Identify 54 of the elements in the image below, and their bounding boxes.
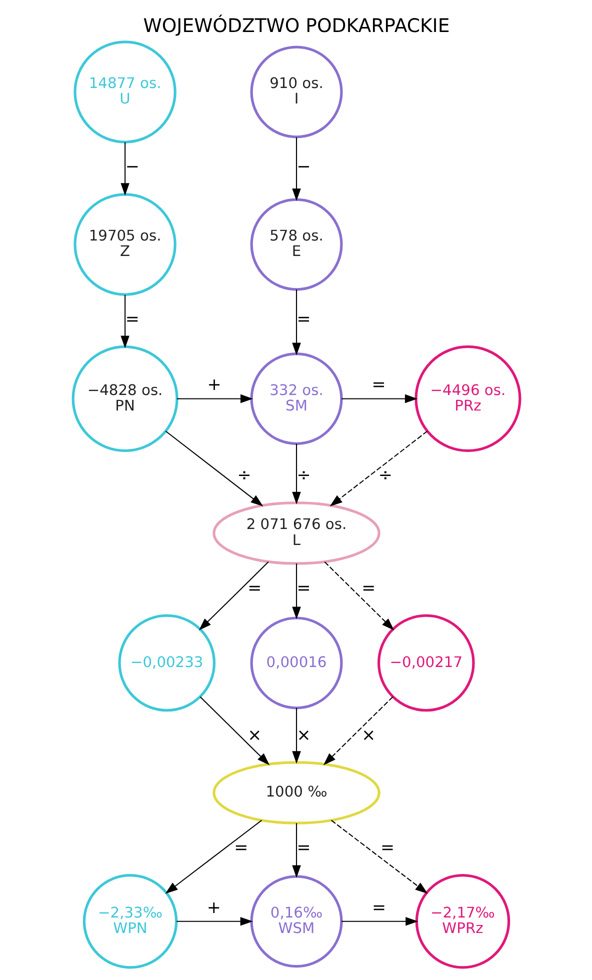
edge-label: + xyxy=(206,374,221,394)
arrow xyxy=(340,916,418,926)
arrow xyxy=(322,696,393,766)
edge-label: ÷ xyxy=(378,464,392,485)
edge-label: = xyxy=(296,308,310,329)
arrow xyxy=(164,820,262,894)
arrow xyxy=(199,696,270,766)
arrow xyxy=(292,823,300,878)
edge-label: = xyxy=(296,578,310,598)
node-circle: −4496 os. PRz xyxy=(414,345,521,452)
arrow xyxy=(292,444,300,504)
arrow xyxy=(330,820,428,894)
edge-label: = xyxy=(296,837,310,858)
arrow xyxy=(120,294,129,348)
diagram-title: WOJEWÓDZTWO PODKARPACKIE xyxy=(142,16,450,37)
arrow xyxy=(329,430,428,506)
node-circle: 0,00016 xyxy=(250,616,342,710)
arrow xyxy=(120,142,129,196)
edge-label: = xyxy=(371,374,386,394)
edge-label: − xyxy=(124,156,139,176)
node-circle: −0,00217 xyxy=(376,614,474,712)
node-circle: −4828 os. PN xyxy=(71,345,178,452)
node-circle: 19705 os. Z xyxy=(73,193,176,296)
arrow xyxy=(164,430,263,506)
edge-label: + xyxy=(206,896,220,917)
edge-label: × xyxy=(247,724,262,744)
arrow xyxy=(198,562,268,630)
node-circle: −0,00233 xyxy=(118,614,216,712)
edge-label: = xyxy=(361,578,376,598)
edge-label: × xyxy=(296,724,310,744)
edge-label: = xyxy=(247,578,262,598)
arrow xyxy=(292,708,300,764)
arrow xyxy=(292,137,300,201)
edge-label: ÷ xyxy=(236,464,251,485)
node-ellipse: 1000 ‰ xyxy=(212,761,380,824)
arrow xyxy=(341,394,418,404)
node-circle: 578 os. E xyxy=(250,198,342,291)
arrow xyxy=(176,394,253,404)
edge-label: = xyxy=(372,896,386,917)
arrow xyxy=(292,290,300,356)
node-ellipse: 2 071 676 os. L xyxy=(212,502,380,565)
node-circle: 332 os. SM xyxy=(250,352,342,445)
arrow xyxy=(176,916,252,926)
arrow xyxy=(324,562,394,630)
edge-label: × xyxy=(361,724,376,744)
edge-label: = xyxy=(380,837,394,858)
arrow xyxy=(292,564,300,620)
node-circle: 910 os. I xyxy=(250,46,342,138)
edge-label: − xyxy=(296,156,310,176)
edge-label: = xyxy=(234,837,248,858)
node-circle: 14877 os. U xyxy=(73,40,176,144)
edge-label: ÷ xyxy=(296,464,310,485)
edge-label: = xyxy=(124,308,139,329)
node-circle: 0,16‰ WSM xyxy=(250,875,342,968)
